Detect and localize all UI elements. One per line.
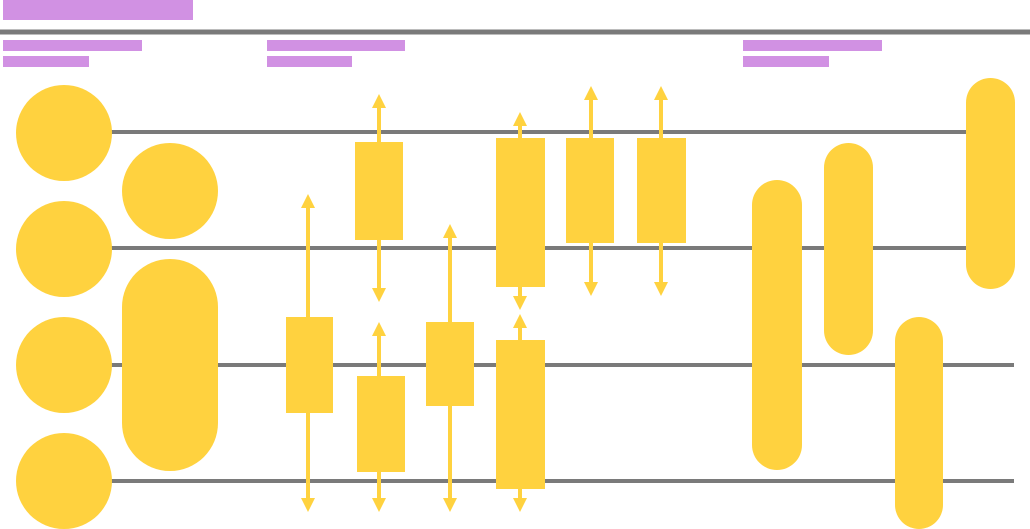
box xyxy=(355,142,403,240)
box xyxy=(496,138,545,287)
arrow-up-head xyxy=(443,224,457,238)
box xyxy=(637,138,686,243)
column-1-heading-line-1 xyxy=(3,40,142,51)
arrow-down-head xyxy=(372,288,386,302)
arrow-down-head xyxy=(513,498,527,512)
box xyxy=(496,340,545,489)
arrow-down-head xyxy=(372,498,386,512)
column-1-secondary-circle xyxy=(122,143,218,239)
arrow-down-head xyxy=(584,282,598,296)
box xyxy=(566,138,614,243)
pill xyxy=(966,78,1015,289)
arrow-down-head xyxy=(443,498,457,512)
box xyxy=(286,317,333,413)
lane-4-circle xyxy=(16,433,112,529)
arrow-up-head xyxy=(301,194,315,208)
pill xyxy=(824,143,873,355)
box xyxy=(357,376,405,472)
pill xyxy=(895,317,943,529)
arrow-up-head xyxy=(513,112,527,126)
arrow-down-head xyxy=(513,296,527,310)
lane-2-circle xyxy=(16,201,112,297)
pill xyxy=(752,180,802,470)
arrow-up-head xyxy=(654,86,668,100)
box xyxy=(426,322,474,406)
column-3-heading-line-2 xyxy=(743,56,829,67)
arrow-down-head xyxy=(654,282,668,296)
arrow-up-head xyxy=(584,86,598,100)
arrow-up-head xyxy=(372,322,386,336)
column-2-heading-line-2 xyxy=(267,56,352,67)
arrow-up-head xyxy=(513,314,527,328)
column-1-heading-line-2 xyxy=(3,56,89,67)
arrow-up-head xyxy=(372,94,386,108)
column-3-heading-line-1 xyxy=(743,40,882,51)
arrow-down-head xyxy=(301,498,315,512)
column-2-heading-line-1 xyxy=(267,40,405,51)
column-1-pill xyxy=(122,259,218,471)
lane-1-circle xyxy=(16,85,112,181)
lane-3-circle xyxy=(16,317,112,413)
title-placeholder xyxy=(3,0,193,20)
